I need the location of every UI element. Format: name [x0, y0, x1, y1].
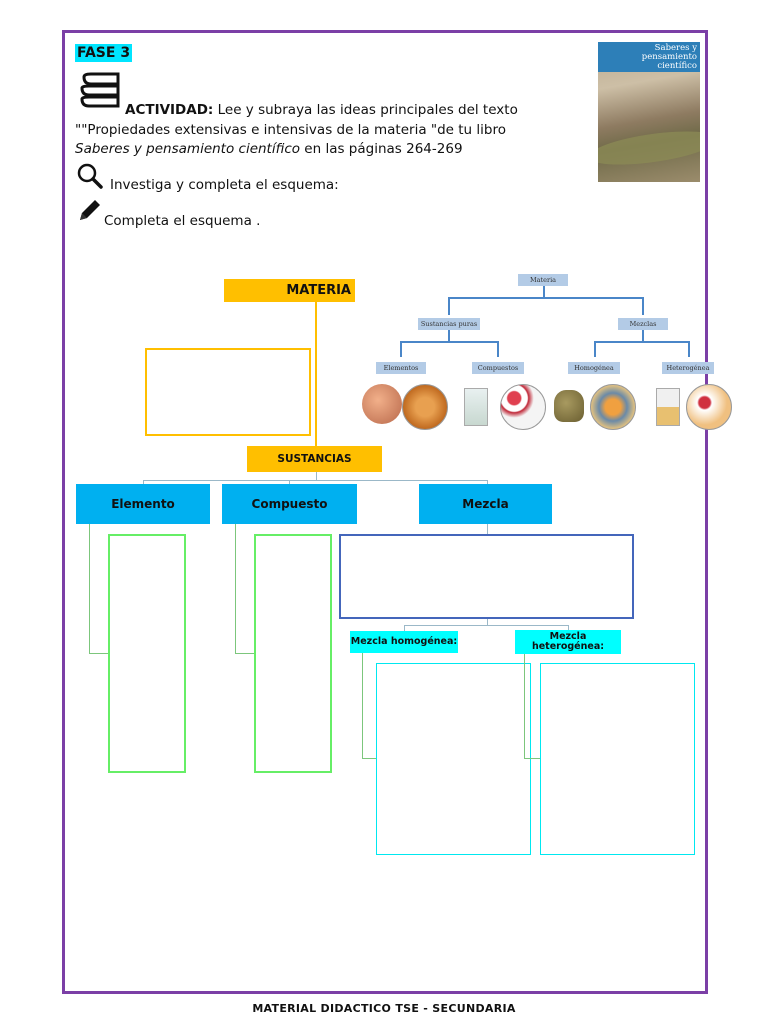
activity-label: ACTIVIDAD: — [125, 102, 214, 118]
copper-sample-image — [362, 384, 402, 424]
homogeneous-answer-box[interactable] — [376, 663, 531, 855]
ref-node-compounds: Compuestos — [472, 362, 524, 374]
compuesto-box: Compuesto — [222, 484, 357, 524]
mixture-connector — [487, 524, 488, 534]
complete-instruction: Completa el esquema . — [104, 213, 261, 229]
book-cover-title: Saberes y pensamiento científico — [641, 43, 697, 71]
investigate-instruction: Investiga y completa el esquema: — [110, 177, 339, 193]
ref-node-mixtures: Mezclas — [618, 318, 668, 330]
heterogeneous-particles-image — [686, 384, 732, 430]
ref-node-elements: Elementos — [376, 362, 426, 374]
pages-text: en las páginas 264-269 — [300, 141, 463, 157]
ref-node-root: Materia — [518, 274, 568, 286]
mixture-tick-hetero — [568, 625, 569, 631]
mixture-stem — [487, 619, 488, 625]
books-icon — [80, 72, 120, 108]
phase-label: FASE 3 — [75, 44, 133, 62]
compound-connector — [235, 524, 236, 654]
mixture-branch-line — [404, 625, 569, 626]
branch-tick-element — [143, 480, 144, 484]
footer-text: MATERIAL DIDACTICO TSE - SECUNDARIA — [252, 1002, 516, 1015]
hetero-connector — [524, 654, 525, 759]
branch-line — [143, 480, 488, 481]
pencil-icon — [80, 200, 100, 220]
materia-box: MATERIA — [224, 279, 355, 302]
reference-diagram: Materia Sustancias puras Mezclas Element… — [356, 266, 736, 438]
ref-node-homogeneous: Homogénea — [568, 362, 620, 374]
beaker-image — [464, 388, 488, 426]
activity-line-2: ""Propiedades extensivas e intensivas de… — [75, 122, 506, 138]
hetero-connector-h — [524, 758, 541, 759]
element-answer-box[interactable] — [108, 534, 186, 773]
branch-stem — [316, 472, 317, 480]
book-title: Saberes y pensamiento científico — [75, 141, 301, 157]
ref-node-pure-substances: Sustancias puras — [418, 318, 480, 330]
activity-line-1: ACTIVIDAD: Lee y subraya las ideas princ… — [125, 101, 518, 119]
materia-connector — [315, 302, 317, 446]
mezcla-box: Mezcla — [419, 484, 552, 524]
activity-line-3: Saberes y pensamiento científico en las … — [75, 140, 463, 158]
vase-image — [554, 390, 584, 422]
compound-molecules-image — [500, 384, 546, 430]
ref-node-heterogeneous: Heterogénea — [662, 362, 714, 374]
materia-answer-box[interactable] — [145, 348, 311, 436]
heterogeneous-box: Mezcla heterogénea: — [515, 630, 621, 654]
activity-text: Lee y subraya las ideas principales del … — [213, 102, 518, 118]
hetero-beaker-image — [656, 388, 680, 426]
page-border — [62, 30, 708, 994]
heterogeneous-answer-box[interactable] — [540, 663, 695, 855]
elemento-box: Elemento — [76, 484, 210, 524]
book-cover-image: Saberes y pensamiento científico — [598, 42, 700, 182]
compound-connector-h — [235, 653, 255, 654]
homogeneous-box: Mezcla homogénea: — [350, 631, 458, 653]
branch-tick-compound — [289, 480, 290, 484]
mixture-answer-box[interactable] — [339, 534, 634, 619]
homo-connector-h — [362, 758, 377, 759]
mixture-tick-homo — [404, 625, 405, 631]
element-lattice-image — [402, 384, 448, 430]
element-connector-h — [89, 653, 109, 654]
sustancias-box: SUSTANCIAS — [247, 446, 382, 472]
branch-tick-mixture — [487, 480, 488, 484]
compound-answer-box[interactable] — [254, 534, 332, 773]
element-connector — [89, 524, 90, 654]
homo-connector — [362, 653, 363, 759]
search-icon — [77, 163, 103, 189]
homogeneous-particles-image — [590, 384, 636, 430]
